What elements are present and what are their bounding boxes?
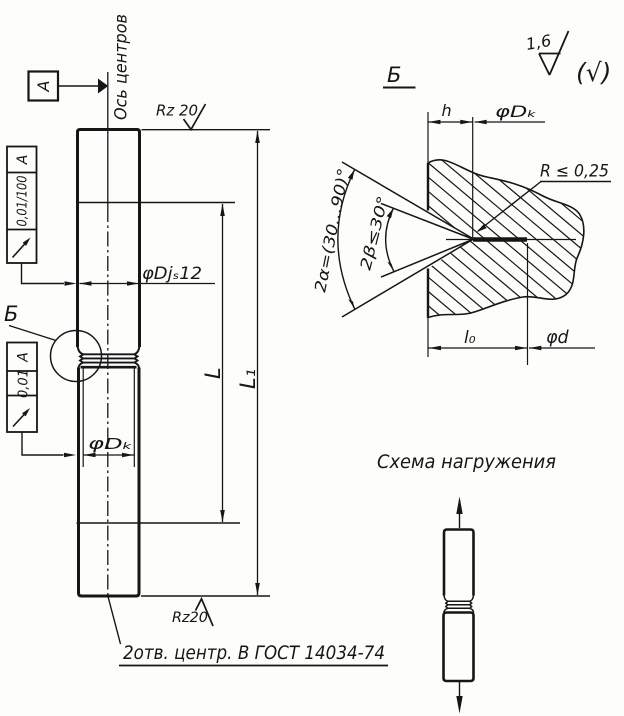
runout-frame: А 0,01 bbox=[6, 341, 76, 458]
pilot-diameter-label: φd bbox=[546, 328, 570, 348]
detail-callout-label: Б bbox=[4, 302, 18, 326]
load-arrow-up bbox=[456, 496, 463, 514]
inner-angle-label: 2β≤30° bbox=[356, 194, 392, 272]
finish-symbol-icon bbox=[538, 30, 570, 76]
finish-default: (√) bbox=[576, 58, 611, 87]
roughness-top-label: Rz 20 bbox=[156, 102, 198, 120]
specimen-upper-cylinder bbox=[76, 128, 141, 347]
roughness-bottom: Rz20 bbox=[172, 596, 214, 627]
neck-diameter-label: φDₖ bbox=[88, 435, 133, 453]
frame2-datum: А bbox=[16, 352, 32, 363]
dim-diameter-D: φDjₛ12 bbox=[79, 264, 215, 286]
cone-diameter-label: φDₖ bbox=[495, 102, 537, 121]
chamfer-depth-label: h bbox=[442, 101, 452, 120]
material-outline bbox=[427, 158, 585, 319]
main-view: А Ось центров L L₁ А 0,01/100 bbox=[4, 14, 388, 667]
dim-radius: R ≤ 0,25 bbox=[476, 162, 611, 233]
dim-neck-diameter: φDₖ bbox=[82, 368, 135, 467]
frame1-datum: А bbox=[15, 155, 31, 166]
frame1-tolerance: 0,01/100 bbox=[16, 176, 31, 227]
runout-frame-100: А 0,01/100 bbox=[6, 145, 77, 286]
scheme-lower-cylinder bbox=[442, 611, 475, 683]
dim-inner-angle: 2β≤30° bbox=[356, 194, 395, 273]
dim-outer-angle: 2α=(30...90)° bbox=[311, 167, 356, 310]
datum-letter: А bbox=[34, 81, 53, 93]
scheme-neck bbox=[443, 594, 475, 613]
outer-angle-label: 2α=(30...90)° bbox=[311, 167, 353, 294]
runout-icon bbox=[12, 408, 30, 428]
center-hole-cone bbox=[341, 161, 474, 318]
note-text: 2отв. центр. В ГОСТ 14034-74 bbox=[123, 643, 385, 664]
finish-value: 1,6 bbox=[524, 31, 552, 54]
diameter-label: φDjₛ12 bbox=[142, 264, 202, 284]
loading-scheme: Схема нагружения bbox=[377, 451, 556, 714]
roughness-check-icon bbox=[194, 596, 214, 627]
dim-hole-length: l₀ bbox=[428, 328, 528, 351]
center-holes-note: 2отв. центр. В ГОСТ 14034-74 bbox=[107, 596, 388, 667]
loading-scheme-title: Схема нагружения bbox=[377, 451, 556, 473]
frame2-tolerance: 0,01 bbox=[17, 369, 32, 398]
gauge-length-label: L bbox=[201, 367, 225, 379]
surface-finish: 1,6 (√) bbox=[524, 30, 611, 87]
detail-callout-circle bbox=[49, 329, 103, 383]
hole-length-label: l₀ bbox=[464, 328, 476, 348]
dim-L1: L₁ bbox=[236, 130, 260, 596]
dim-L: L bbox=[201, 203, 225, 523]
datum-triangle bbox=[98, 78, 109, 94]
detail-title: Б bbox=[387, 63, 401, 87]
dim-pilot-diameter: φd bbox=[529, 328, 595, 351]
specimen-neck bbox=[76, 345, 141, 369]
axis-label: Ось центров bbox=[112, 14, 132, 120]
load-arrow-down bbox=[456, 696, 463, 714]
detail-view: h φDₖ R ≤ 0,25 2α=(30...90)° 2β≤30° l₀ φ… bbox=[311, 30, 611, 365]
specimen-lower-cylinder bbox=[77, 367, 141, 598]
scheme-upper-cylinder bbox=[442, 528, 475, 596]
roughness-check-icon bbox=[182, 103, 207, 132]
datum-a: А bbox=[27, 70, 109, 102]
dim-cone-diameter: φDₖ bbox=[474, 102, 545, 125]
total-length-label: L₁ bbox=[236, 369, 260, 389]
runout-icon bbox=[11, 237, 31, 259]
radius-label: R ≤ 0,25 bbox=[540, 162, 609, 181]
roughness-top: Rz 20 bbox=[156, 102, 207, 132]
roughness-bottom-label: Rz20 bbox=[172, 610, 208, 626]
dim-h: h bbox=[428, 101, 473, 125]
